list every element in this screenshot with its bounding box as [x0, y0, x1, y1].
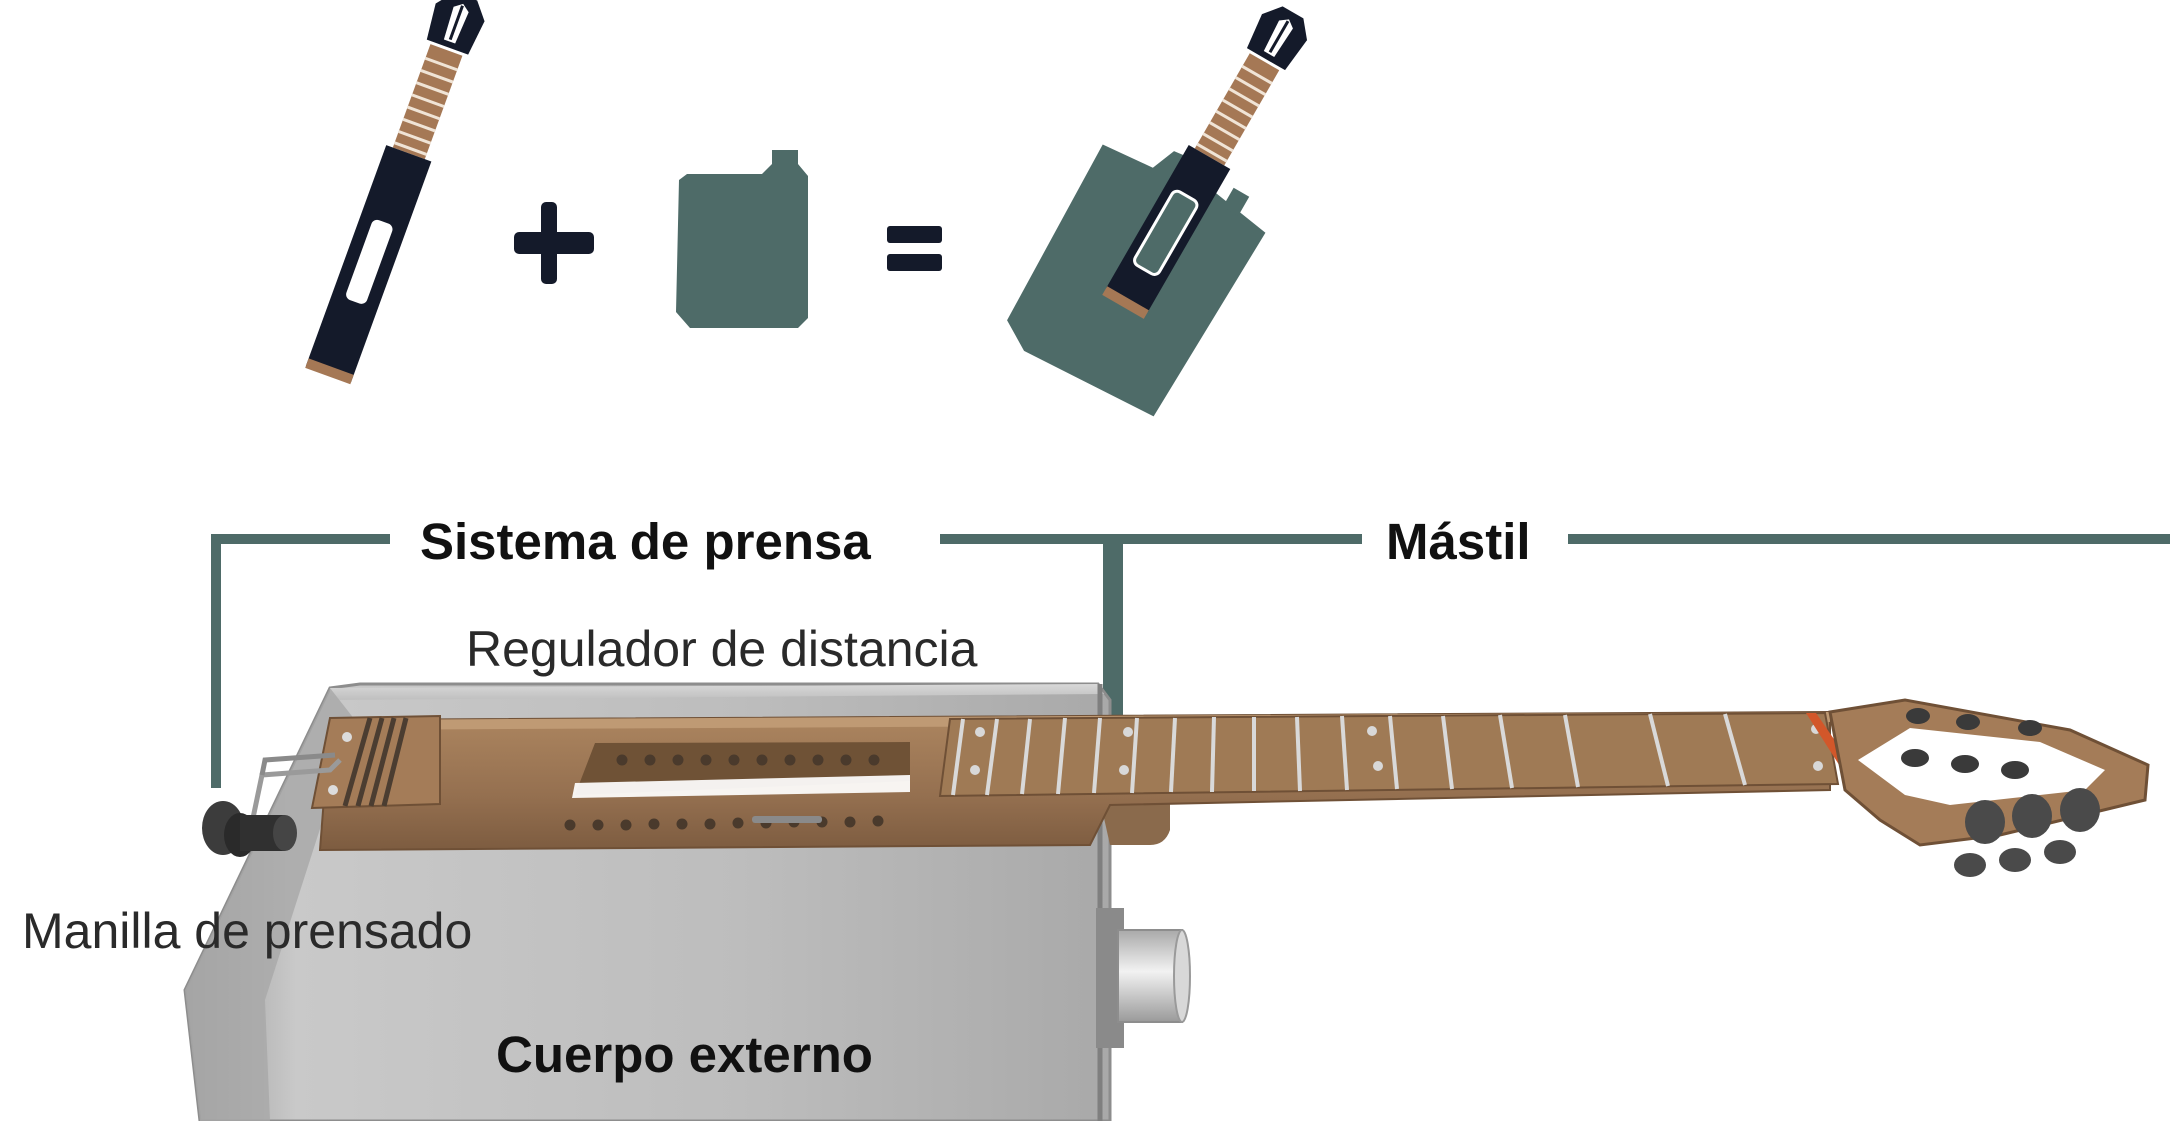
- plus-icon: [514, 202, 594, 284]
- guitar-neck-icon: [305, 0, 485, 385]
- equals-icon: [887, 226, 942, 271]
- can-icon: [676, 150, 808, 328]
- neck-support: [1100, 800, 1170, 845]
- distance-regulator: [564, 742, 910, 831]
- press-handle: [202, 752, 342, 857]
- fretboard: [938, 711, 1862, 798]
- can-guitar-icon: [1007, 6, 1308, 417]
- label-manilla-de-prensado: Manilla de prensado: [22, 903, 473, 959]
- bracket-mastil: [1113, 534, 2170, 802]
- label-mastil: Mástil: [1386, 513, 1531, 570]
- tuning-pegs: [1901, 708, 2100, 877]
- can-spout: [1096, 908, 1191, 1048]
- label-cuerpo-externo: Cuerpo externo: [496, 1026, 873, 1083]
- clamp-plate: [310, 714, 441, 810]
- label-sistema-de-prensa: Sistema de prensa: [420, 513, 871, 570]
- label-regulador-de-distancia: Regulador de distancia: [466, 621, 978, 677]
